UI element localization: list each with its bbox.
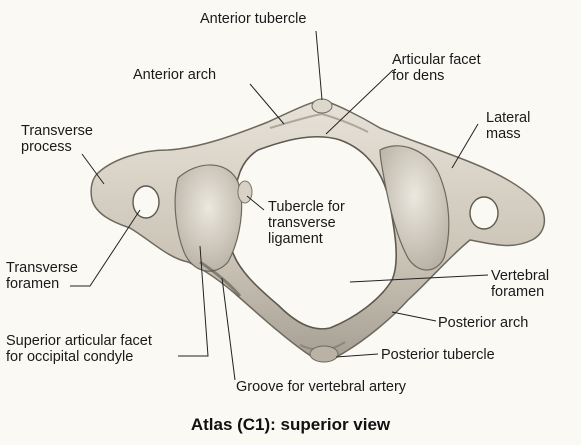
label-text: Groove for vertebral artery — [236, 379, 407, 395]
leader-tubercle-transverse-ligament — [246, 195, 265, 211]
label-vertebral-foramen: Vertebral foramen — [491, 268, 549, 300]
label-text-line1: Transverse — [6, 260, 78, 276]
posterior-tubercle-bump — [309, 345, 339, 363]
leader-anterior-tubercle — [315, 30, 323, 101]
leader-posterior-tubercle — [335, 353, 379, 358]
groove-shadow — [199, 260, 242, 297]
label-posterior-arch: Posterior arch — [438, 315, 528, 331]
label-text-line2: mass — [486, 126, 521, 142]
label-superior-articular-facet: Superior articular facet for occipital c… — [6, 333, 152, 365]
leader-superior-articular-facet — [178, 245, 209, 357]
label-text-line1: Tubercle for — [268, 199, 345, 215]
label-text-line1: Vertebral — [491, 268, 550, 284]
leader-groove-vertebral-artery — [221, 277, 236, 381]
label-groove-vertebral-artery: Groove for vertebral artery — [236, 379, 406, 395]
anterior-arch-shading — [269, 112, 369, 133]
label-text-line2: foramen — [6, 276, 60, 292]
label-text: Posterior arch — [438, 315, 529, 331]
leader-transverse-foramen — [70, 209, 141, 287]
label-transverse-foramen: Transverse foramen — [6, 260, 78, 292]
left-transverse-foramen-hole — [132, 185, 160, 219]
label-text-line1: Lateral — [486, 110, 531, 126]
label-text-line3: ligament — [268, 231, 323, 247]
tubercle-transverse-ligament-bump — [237, 180, 253, 204]
label-tubercle-transverse-ligament: Tubercle for transverse ligament — [268, 199, 345, 247]
label-anterior-arch: Anterior arch — [133, 67, 216, 83]
leader-articular-facet-dens — [325, 69, 394, 135]
leader-anterior-arch — [249, 83, 285, 125]
label-text: Anterior arch — [133, 67, 217, 83]
label-articular-facet-dens: Articular facet for dens — [392, 52, 481, 84]
anterior-tubercle-bump — [311, 98, 333, 114]
label-text: Anterior tubercle — [200, 11, 307, 27]
leader-lateral-mass — [451, 123, 479, 169]
leader-lines — [70, 30, 489, 381]
label-text-line1: Transverse — [21, 123, 93, 139]
label-posterior-tubercle: Posterior tubercle — [381, 347, 495, 363]
label-text-line2: transverse — [268, 215, 336, 231]
label-text-line2: foramen — [491, 284, 545, 300]
label-transverse-process: Transverse process — [21, 123, 93, 155]
label-text-line1: Superior articular facet — [6, 333, 152, 349]
figure-caption: Atlas (C1): superior view — [190, 415, 391, 434]
right-transverse-foramen-hole — [469, 196, 499, 230]
label-text-line2: process — [21, 139, 72, 155]
label-text-line2: for occipital condyle — [6, 349, 134, 365]
label-text-line2: for dens — [392, 68, 445, 84]
left-articular-facet — [174, 164, 243, 272]
label-text: Posterior tubercle — [381, 347, 495, 363]
right-articular-facet — [379, 145, 450, 271]
label-lateral-mass: Lateral mass — [486, 110, 530, 142]
leader-posterior-arch — [391, 311, 437, 322]
leader-vertebral-foramen — [349, 274, 489, 283]
label-text-line1: Articular facet — [392, 52, 481, 68]
leader-transverse-process — [81, 153, 105, 185]
label-anterior-tubercle: Anterior tubercle — [200, 11, 306, 27]
